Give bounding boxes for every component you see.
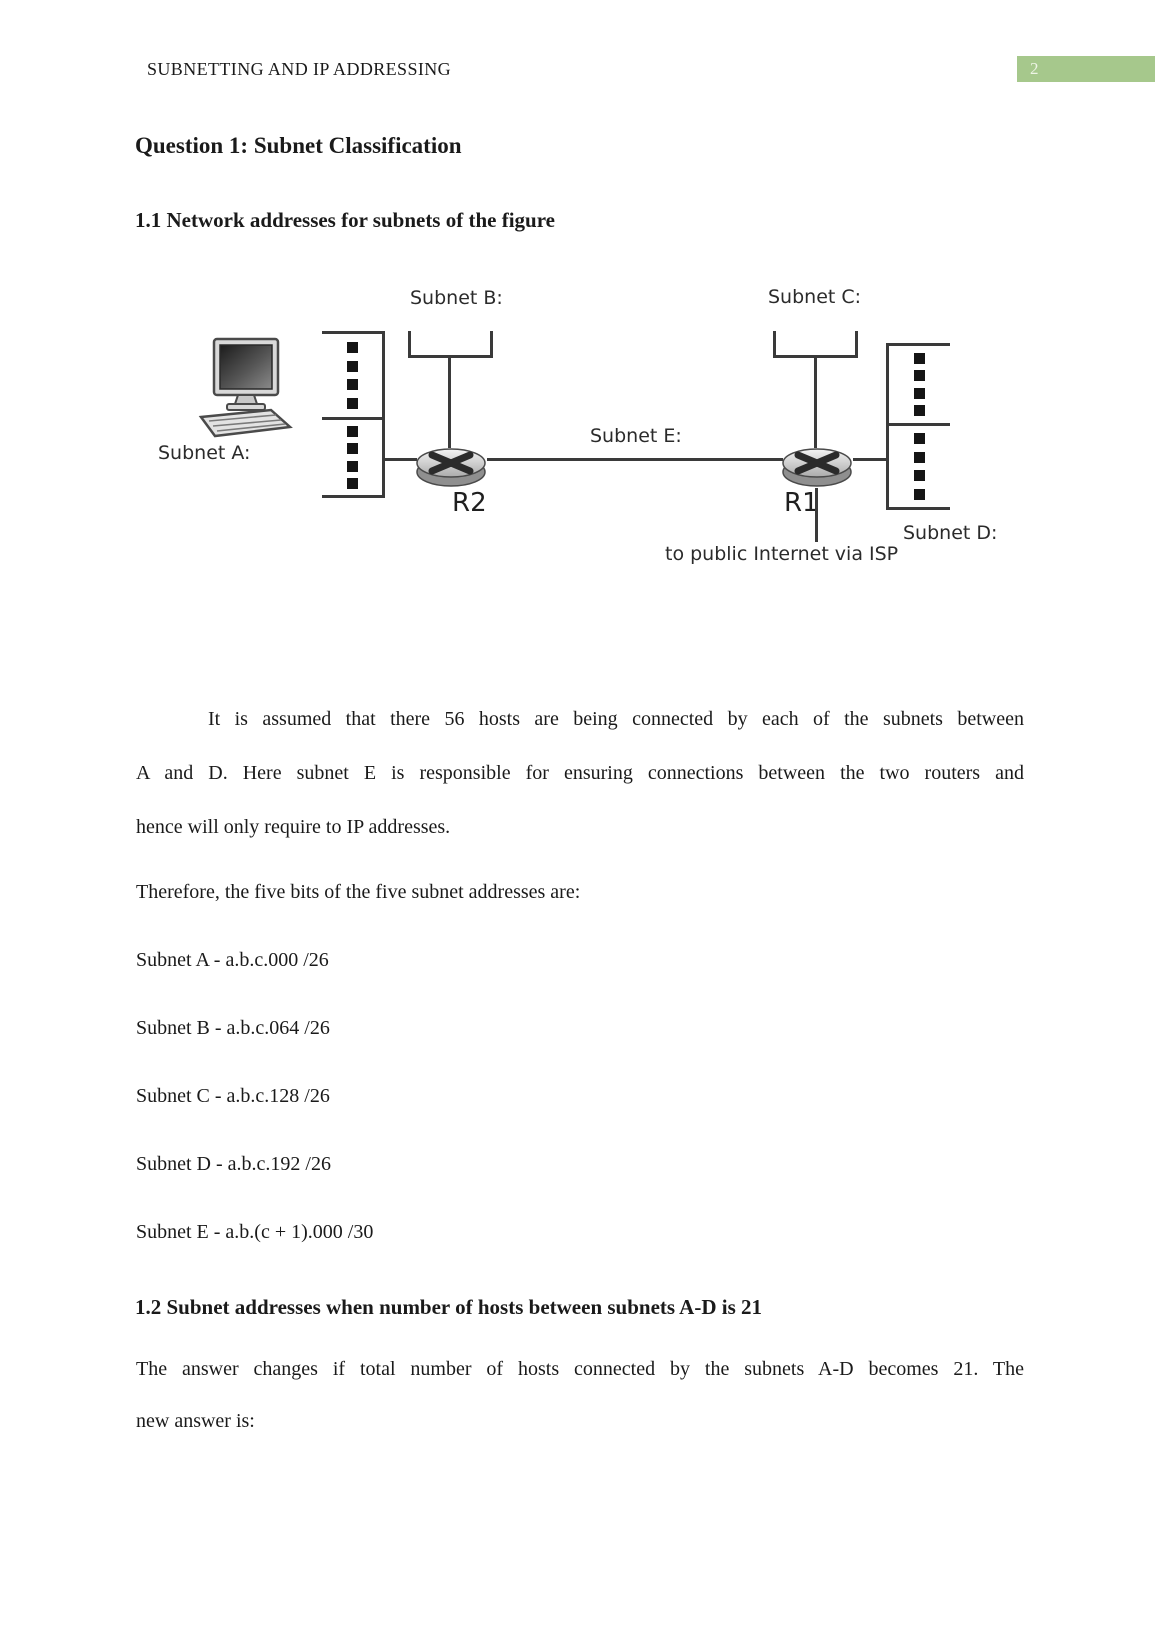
- wire-r1-to-isp: [815, 488, 818, 542]
- running-header-title: SUBNETTING AND IP ADDRESSING: [147, 59, 452, 79]
- page-number-badge: 2: [1017, 56, 1155, 82]
- subnet-e-address: Subnet E - a.b.(c + 1).000 /30: [136, 1221, 374, 1243]
- subnet-b-bracket: [408, 331, 493, 358]
- host-dot: [346, 460, 358, 472]
- subnet-b-label: Subnet B:: [410, 287, 503, 309]
- paragraph-line: The answer changes if total number of ho…: [136, 1358, 1024, 1380]
- section-1-1-heading: 1.1 Network addresses for subnets of the…: [135, 208, 555, 232]
- router-r2-icon: [416, 448, 486, 487]
- host-group-bracket-right-bottom: [886, 423, 950, 510]
- answer-paragraph: The answer changes if total number of ho…: [136, 1343, 1024, 1447]
- section-1-2-heading: 1.2 Subnet addresses when number of host…: [135, 1295, 762, 1319]
- host-dot: [346, 360, 358, 372]
- host-dot: [346, 477, 358, 489]
- computer-icon: [198, 337, 293, 438]
- subnet-d-address: Subnet D - a.b.c.192 /26: [136, 1153, 331, 1175]
- paragraph-line: It is assumed that there 56 hosts are be…: [208, 708, 1024, 730]
- host-group-bracket-left-top: [322, 331, 385, 417]
- paragraph-line: hence will only require to IP addresses.: [136, 816, 451, 838]
- wire-hosts-to-r2: [385, 458, 417, 461]
- isp-label: to public Internet via ISP: [665, 543, 899, 565]
- host-dot: [914, 488, 925, 500]
- wire-subnet-e: [487, 458, 783, 461]
- network-diagram: Subnet A: Subnet B:: [0, 0, 1158, 600]
- intro-paragraph: It is assumed that there 56 hosts are be…: [136, 692, 1024, 854]
- paragraph-line: A and D. Here subnet E is responsible fo…: [136, 762, 1024, 784]
- host-group-bracket-left-bottom: [322, 417, 385, 498]
- subnet-c-label: Subnet C:: [768, 286, 862, 308]
- subnet-c-address: Subnet C - a.b.c.128 /26: [136, 1085, 330, 1107]
- host-dot: [914, 370, 925, 382]
- therefore-line: Therefore, the five bits of the five sub…: [136, 881, 581, 903]
- host-dot: [914, 387, 925, 399]
- host-dot: [914, 433, 925, 445]
- router-r2-label: R2: [452, 488, 487, 518]
- host-dot: [346, 398, 358, 410]
- router-r1-icon: [782, 448, 852, 487]
- host-dot: [914, 451, 925, 463]
- router-r1-label: R1: [784, 488, 819, 518]
- question-heading: Question 1: Subnet Classification: [135, 133, 462, 158]
- page-number: 2: [1030, 59, 1039, 78]
- subnet-d-label: Subnet D:: [903, 522, 998, 544]
- host-dot: [914, 352, 925, 364]
- subnet-b-address: Subnet B - a.b.c.064 /26: [136, 1017, 330, 1039]
- host-dot: [346, 379, 358, 391]
- subnet-e-label: Subnet E:: [590, 425, 682, 447]
- wire-subnet-c-to-r1: [814, 358, 817, 448]
- paragraph-line: new answer is:: [136, 1410, 255, 1432]
- wire-subnet-b-to-r2: [448, 358, 451, 448]
- host-dot: [914, 405, 925, 417]
- subnet-a-label: Subnet A:: [158, 442, 251, 464]
- host-dot: [346, 426, 358, 438]
- subnet-c-bracket: [773, 331, 858, 358]
- host-dot: [914, 470, 925, 482]
- wire-r1-to-hosts: [853, 458, 886, 461]
- subnet-a-address: Subnet A - a.b.c.000 /26: [136, 949, 329, 971]
- host-dot: [346, 443, 358, 455]
- host-dot: [346, 341, 358, 353]
- host-group-bracket-right-top: [886, 343, 950, 423]
